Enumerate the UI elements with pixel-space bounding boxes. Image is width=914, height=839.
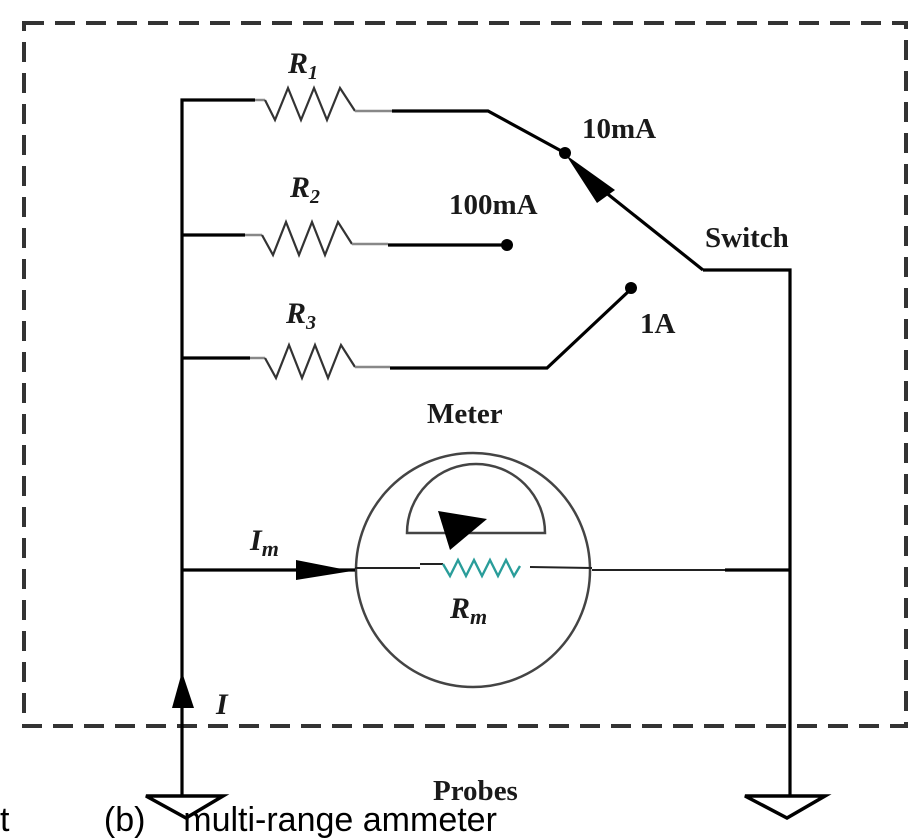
- r1-wire: [392, 109, 566, 155]
- label-1a: 1A: [640, 308, 676, 340]
- switch-arrow-icon: [566, 155, 615, 203]
- resistor-rm: [441, 557, 522, 579]
- resistor-r3: [250, 341, 390, 382]
- label-probes: Probes: [433, 775, 518, 807]
- r3-wire: [390, 288, 632, 370]
- meter-internal-right-wire: [529, 566, 593, 569]
- enclosure-dashed-border: [22, 21, 908, 728]
- contact-1a: [625, 282, 637, 294]
- label-i: I: [215, 688, 229, 721]
- resistor-r1: [255, 85, 392, 123]
- label-meter: Meter: [427, 398, 503, 430]
- meter-symbol: [354, 451, 592, 689]
- label-rm: Rm: [449, 592, 487, 629]
- label-100ma: 100mA: [449, 189, 538, 221]
- probe-right-ground-icon[interactable]: [744, 794, 832, 820]
- probe-left-ground-icon[interactable]: [145, 794, 230, 821]
- meter-needle-icon: [438, 511, 487, 550]
- label-r3: R3: [285, 297, 316, 334]
- label-r1: R1: [287, 47, 318, 84]
- i-arrow-icon: [172, 672, 194, 708]
- switch-common-wire: [703, 268, 792, 795]
- label-switch: Switch: [705, 222, 789, 254]
- label-r2: R2: [289, 171, 320, 208]
- caption-fragment: t (b) multi-range ammeter: [0, 801, 497, 839]
- contact-10ma: [559, 147, 571, 159]
- label-im: Im: [249, 524, 279, 561]
- im-arrow-icon: [296, 560, 352, 580]
- left-bus-wire: [180, 98, 255, 795]
- label-10ma: 10mA: [582, 113, 656, 145]
- resistor-r2: [245, 218, 388, 259]
- contact-100ma: [501, 239, 513, 251]
